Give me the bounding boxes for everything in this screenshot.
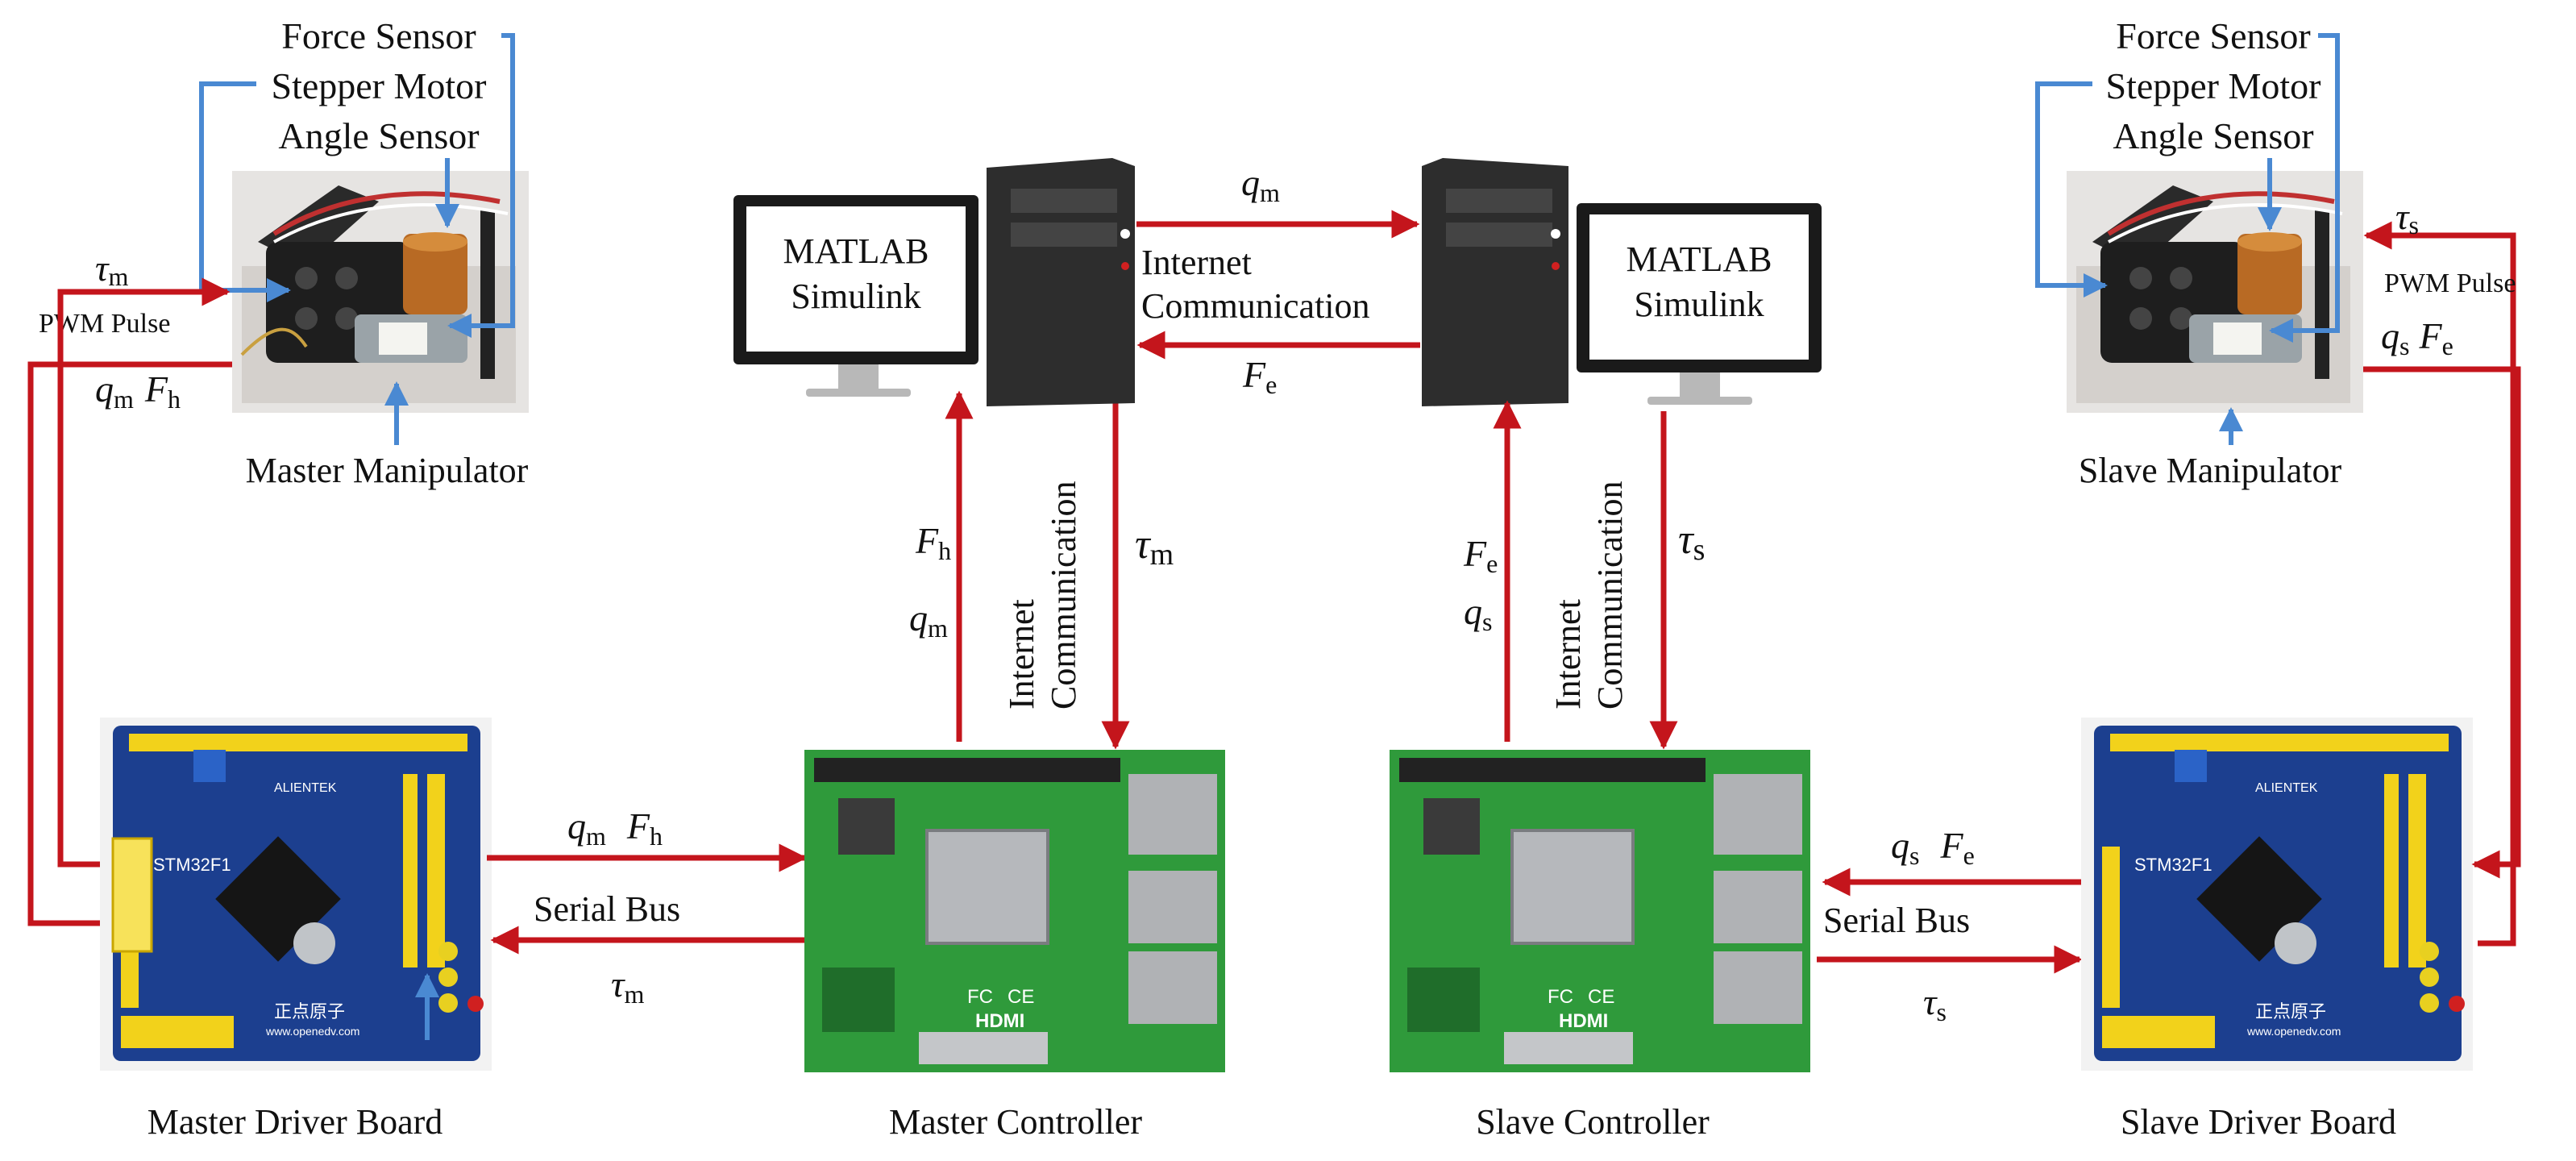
slave-board-site-text: www.openedv.com xyxy=(2246,1025,2341,1038)
master-stepper-motor-label: Stepper Motor xyxy=(271,65,486,106)
slave-angle-sensor-label: Angle Sensor xyxy=(2113,115,2313,156)
slave-pi-hdmi-text: HDMI xyxy=(1559,1010,1608,1032)
master-board-logo-text: 正点原子 xyxy=(274,1002,345,1022)
slave-manipulator-caption: Slave Manipulator xyxy=(2079,451,2342,490)
slave-board-mcu-text: STM32F1 xyxy=(2134,855,2212,875)
master-up-qm-label: qm xyxy=(909,597,948,643)
pc-link-qm-label: qm xyxy=(1241,162,1280,207)
svg-text:Internet: Internet xyxy=(1002,599,1041,710)
master-driver-caption: Master Driver Board xyxy=(147,1102,443,1142)
master-pi-hdmi-text: HDMI xyxy=(975,1010,1024,1032)
slave-driver-board: STM32F1 ALIENTEK 正点原子 www.openedv.com xyxy=(2081,718,2473,1071)
svg-text:Communication: Communication xyxy=(1044,481,1083,710)
slave-controller-caption: Slave Controller xyxy=(1476,1102,1710,1142)
slave-serial-tau-label: τs xyxy=(1923,981,1947,1026)
master-pc-tower xyxy=(987,158,1135,406)
master-manipulator-caption: Master Manipulator xyxy=(246,451,529,490)
slave-board-logo-text: 正点原子 xyxy=(2255,1002,2326,1022)
master-up-fh-label: Fh xyxy=(915,520,951,565)
master-pi-fc-text: FC xyxy=(967,986,993,1008)
slave-vertical-comm-label: Internet Communication xyxy=(1548,481,1630,710)
master-angle-sensor-label: Angle Sensor xyxy=(278,115,479,156)
slave-serial-bus-label: Serial Bus xyxy=(1823,901,1970,940)
slave-pi-ce-text: CE xyxy=(1588,986,1614,1008)
slave-pwm-label: PWM Pulse xyxy=(2384,268,2516,298)
master-board-site-text: www.openedv.com xyxy=(265,1025,359,1038)
master-monitor: MATLAB Simulink xyxy=(733,195,978,397)
pc-link-fe-label: Fe xyxy=(1242,354,1277,399)
slave-pwm-arrow xyxy=(2363,221,2516,947)
slave-monitor: MATLAB Simulink xyxy=(1577,203,1822,405)
slave-sensor-return-arrow xyxy=(2358,366,2521,879)
master-sensor-return-line xyxy=(27,361,232,926)
slave-down-tau-label: τs xyxy=(1678,517,1705,567)
master-serial-bus-label: Serial Bus xyxy=(534,889,680,929)
master-board-brand-text: ALIENTEK xyxy=(274,781,337,795)
slave-simulink-label: Simulink xyxy=(1634,285,1764,324)
master-tau-label: τm xyxy=(95,248,128,291)
master-pi-ce-text: CE xyxy=(1008,986,1034,1008)
slave-pc-tower xyxy=(1422,158,1568,406)
slave-force-sensor-label: Force Sensor xyxy=(2116,15,2310,56)
master-manipulator: Force Sensor Stepper Motor Angle Sensor … xyxy=(39,15,529,490)
master-controller-board: CE FC HDMI xyxy=(804,750,1225,1072)
master-driver-board: STM32F1 ALIENTEK 正点原子 www.openedv.com xyxy=(100,718,492,1071)
master-down-tau-label: τm xyxy=(1135,522,1174,572)
svg-text:Internet: Internet xyxy=(1548,599,1588,710)
slave-up-qs-label: qs xyxy=(1464,591,1492,636)
slave-force-sensor-line xyxy=(2269,33,2340,343)
slave-controller-board: FC CE HDMI xyxy=(1390,750,1810,1072)
slave-board-brand-text: ALIENTEK xyxy=(2255,781,2318,795)
master-controller-caption: Master Controller xyxy=(889,1102,1142,1142)
slave-manipulator-photo xyxy=(2067,171,2363,413)
master-simulink-label: Simulink xyxy=(791,277,920,316)
master-stepper-motor-line xyxy=(199,81,291,302)
master-matlab-label: MATLAB xyxy=(783,231,929,271)
master-force-sensor-label: Force Sensor xyxy=(281,15,476,56)
svg-text:Communication: Communication xyxy=(1590,481,1630,710)
master-board-mcu-text: STM32F1 xyxy=(153,855,231,875)
master-serial-tau-label: τm xyxy=(611,963,644,1009)
master-force-sensor-line xyxy=(447,33,515,338)
slave-tau-label: τs xyxy=(2395,196,2419,239)
pc-link-communication-label: Communication xyxy=(1141,286,1370,326)
pc-link-internet-label: Internet xyxy=(1141,243,1252,282)
slave-manipulator: Force Sensor Stepper Motor Angle Sensor … xyxy=(2035,15,2516,490)
slave-up-fe-label: Fe xyxy=(1463,533,1498,578)
slave-matlab-label: MATLAB xyxy=(1627,239,1772,279)
master-pwm-arrow xyxy=(57,277,231,868)
slave-driver-caption: Slave Driver Board xyxy=(2121,1102,2396,1142)
slave-pi-fc-text: FC xyxy=(1548,986,1573,1008)
slave-stepper-motor-label: Stepper Motor xyxy=(2105,65,2320,106)
slave-stepper-motor-line xyxy=(2035,81,2108,298)
master-vertical-comm-label: Internet Communication xyxy=(1002,481,1083,710)
